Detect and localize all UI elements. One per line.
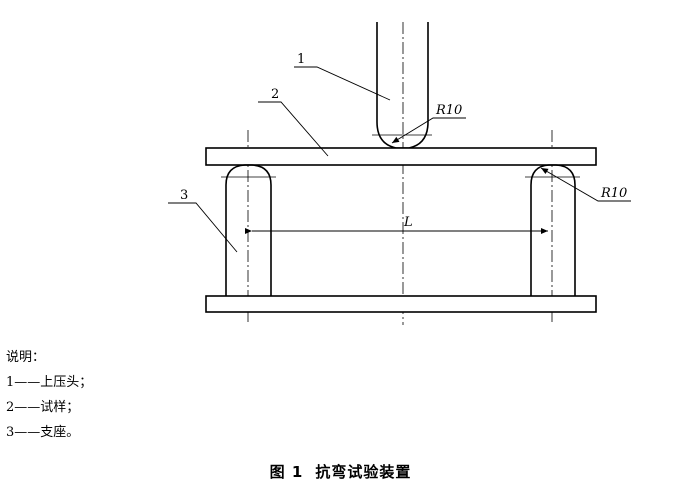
legend-item-number: 1 <box>6 375 15 390</box>
figure-caption: 图 1 抗弯试验装置 <box>0 461 681 482</box>
legend-item-text: 支座。 <box>40 425 80 440</box>
legend-item-text: 试样； <box>40 400 80 415</box>
left-support <box>225 164 272 296</box>
legend-item-dash: —— <box>14 375 41 390</box>
support-leader <box>168 202 238 253</box>
legend: 说明： 1——上压头； 2——试样； 3——支座。 <box>6 345 92 445</box>
legend-item: 3——支座。 <box>6 420 92 445</box>
support-radius-label: R10 <box>600 186 627 201</box>
upper-punch <box>376 22 429 149</box>
legend-item-dash: —— <box>14 400 41 415</box>
specimen-number: 2 <box>271 87 279 102</box>
base-plate <box>205 295 597 313</box>
specimen-leader <box>258 101 329 157</box>
legend-item: 2——试样； <box>6 395 92 420</box>
legend-heading: 说明： <box>6 350 46 365</box>
figure-number: 图 1 <box>269 463 304 481</box>
punch-leader <box>294 66 391 101</box>
support-number: 3 <box>180 188 188 203</box>
legend-item-number: 3 <box>6 425 15 440</box>
figure-title: 抗弯试验装置 <box>315 463 412 481</box>
span-label: L <box>403 215 413 230</box>
punch-radius-leader <box>391 117 466 144</box>
right-support <box>530 164 576 296</box>
legend-item-number: 2 <box>6 400 15 415</box>
specimen <box>205 147 597 166</box>
punch-number: 1 <box>297 52 305 67</box>
legend-item: 1——上压头； <box>6 370 92 395</box>
support-radius-leader <box>540 167 631 202</box>
legend-item-text: 上压头； <box>40 375 93 390</box>
bending-test-diagram: L 1 R10 2 3 R10 <box>168 22 631 325</box>
punch-radius-label: R10 <box>435 103 462 118</box>
legend-item-dash: —— <box>14 425 41 440</box>
